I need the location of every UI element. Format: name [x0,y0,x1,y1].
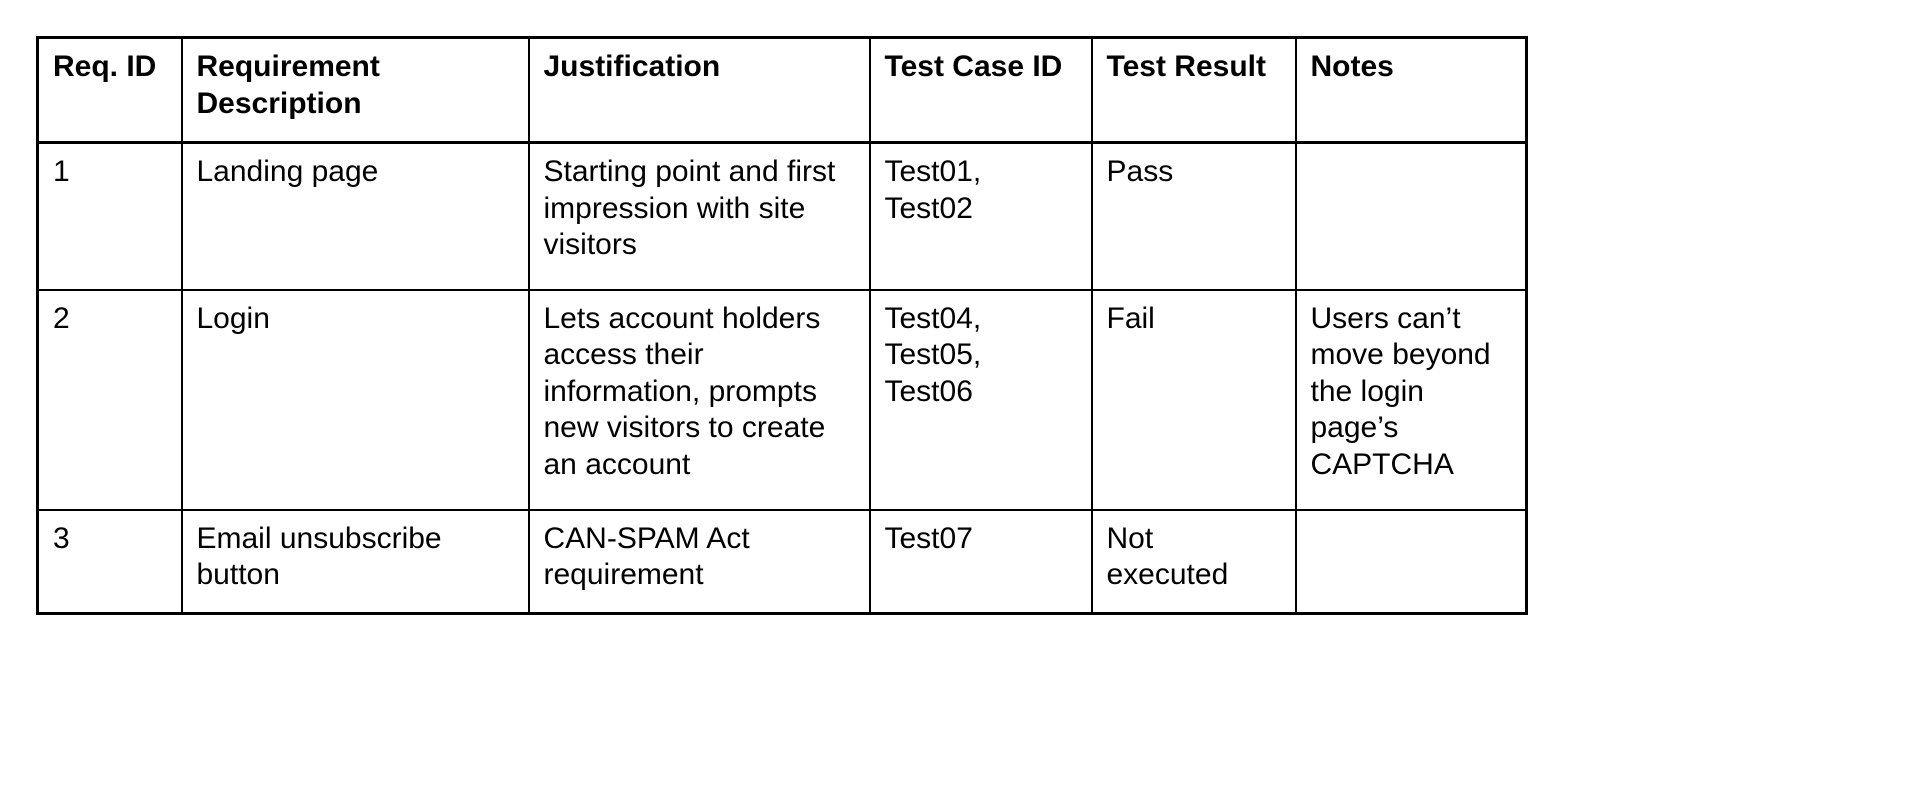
cell-requirement-description: Email unsubscribe button [180,508,530,615]
column-header-req-id: Req. ID [36,36,183,144]
cell-req-id-value: 1 [53,155,70,188]
cell-test-result-value: Not executed [1106,521,1229,592]
cell-justification: Starting point and first impression with… [527,141,871,291]
cell-notes [1294,141,1528,291]
cell-req-id: 3 [36,508,183,615]
cell-test-result-value: Pass [1106,155,1174,188]
column-header-notes-label: Notes [1310,50,1394,83]
table-header: Req. ID Requirement Description Justific… [36,36,1528,144]
table-body: 1 Landing page Starting point and first … [36,141,1528,615]
cell-req-id-value: 3 [53,521,70,555]
table-header-row: Req. ID Requirement Description Justific… [36,36,1528,144]
cell-justification: CAN-SPAM Act requirement [527,508,871,615]
table-row: 2 Login Lets account holders access thei… [36,288,1528,511]
cell-req-id: 2 [36,288,183,511]
requirements-table-container: Req. ID Requirement Description Justific… [36,36,1528,615]
cell-requirement-description: Login [180,288,530,511]
cell-justification-value: Lets account holders access their inform… [543,301,826,481]
column-header-test-case-id-label: Test Case ID [884,50,1063,83]
column-header-justification-label: Justification [543,50,721,83]
column-header-requirement-description: Requirement Description [180,36,530,144]
column-header-notes: Notes [1294,36,1528,144]
cell-test-result-value: Fail [1106,301,1155,335]
cell-notes-value: Users can’t move beyond the login page’s… [1310,301,1491,481]
cell-test-case-id-value: Test01, Test02 [884,155,982,225]
cell-notes [1294,508,1528,615]
requirements-traceability-table: Req. ID Requirement Description Justific… [36,36,1528,615]
table-row: 1 Landing page Starting point and first … [36,141,1528,291]
cell-req-id-value: 2 [53,301,70,335]
cell-test-result: Not executed [1090,508,1297,615]
column-header-test-case-id: Test Case ID [868,36,1093,144]
cell-test-result: Pass [1090,141,1297,291]
cell-test-result: Fail [1090,288,1297,511]
column-header-justification: Justification [527,36,871,144]
column-header-test-result-label: Test Result [1106,50,1266,83]
cell-test-case-id: Test01, Test02 [868,141,1093,291]
cell-req-id: 1 [36,141,183,291]
cell-justification-value: Starting point and first impression with… [543,155,836,262]
cell-test-case-id-value: Test04, Test05, Test06 [884,301,982,408]
cell-test-case-id-value: Test07 [884,521,973,555]
cell-requirement-description-value: Landing page [196,155,379,188]
cell-justification: Lets account holders access their inform… [527,288,871,511]
cell-requirement-description: Landing page [180,141,530,291]
column-header-req-id-label: Req. ID [53,50,157,83]
cell-test-case-id: Test04, Test05, Test06 [868,288,1093,511]
cell-notes: Users can’t move beyond the login page’s… [1294,288,1528,511]
cell-requirement-description-value: Email unsubscribe button [196,521,442,592]
column-header-test-result: Test Result [1090,36,1297,144]
column-header-requirement-description-label: Requirement Description [196,50,380,120]
cell-justification-value: CAN-SPAM Act requirement [543,521,750,592]
cell-test-case-id: Test07 [868,508,1093,615]
cell-requirement-description-value: Login [196,301,270,335]
table-row: 3 Email unsubscribe button CAN-SPAM Act … [36,508,1528,615]
